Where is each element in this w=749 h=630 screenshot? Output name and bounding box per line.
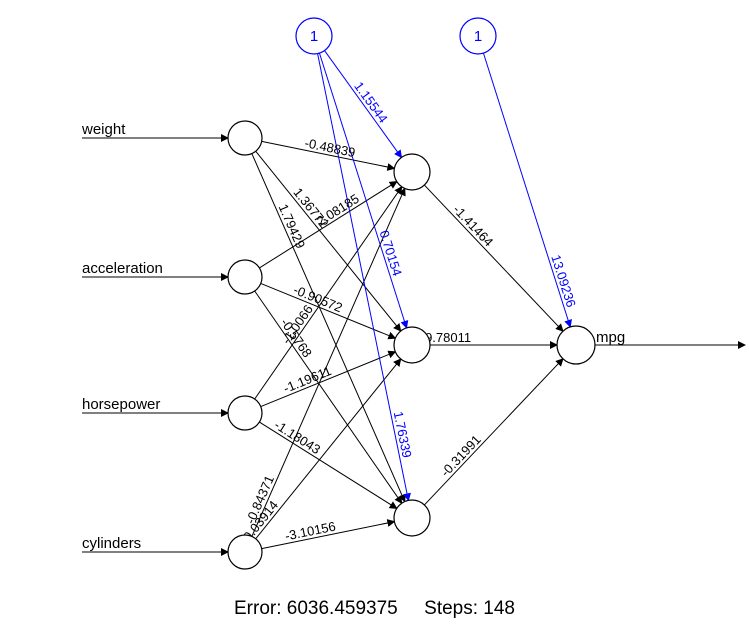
steps-label: Steps: <box>424 598 479 619</box>
main-edge-i2-h3 <box>254 290 403 505</box>
main-edge-i3-h3 <box>259 421 398 509</box>
main-edge-i4-h1 <box>251 187 406 537</box>
input-label-acceleration: acceleration <box>82 260 163 277</box>
hidden-node <box>393 499 431 537</box>
main-edge-i4-h2 <box>255 358 402 540</box>
input-label-weight: weight <box>81 121 126 138</box>
main-edge-h1-o1 <box>424 184 564 332</box>
main-weight-label: -1.41464 <box>450 202 496 250</box>
main-edge-i1-h3 <box>251 153 406 503</box>
error-value: 6036.459375 <box>286 598 398 619</box>
hidden-node <box>393 326 431 364</box>
input-label-cylinders: cylinders <box>82 535 141 552</box>
bias-node-label: 1 <box>474 28 482 45</box>
bias-weight-label: 13.09236 <box>548 253 579 309</box>
edge-layer <box>82 50 746 556</box>
bias-node-label: 1 <box>310 28 318 45</box>
main-weight-label: -1.18043 <box>272 417 323 457</box>
input-node <box>227 259 263 295</box>
main-weight-label: -0.31991 <box>438 432 484 480</box>
input-node <box>227 120 263 156</box>
error-label: Error: <box>234 598 282 619</box>
bias-edge-b1-h3 <box>317 53 411 502</box>
main-edge-h3-o1 <box>424 358 564 506</box>
main-weight-label: 9.78011 <box>425 330 471 345</box>
bias-edge-b1-h2 <box>318 53 409 329</box>
main-edge-i2-h2 <box>260 282 397 340</box>
output-label: mpg <box>596 329 625 346</box>
bias-weight-label: 0.70154 <box>376 228 405 277</box>
main-weight-label: -3.10156 <box>284 519 337 544</box>
output-node <box>556 325 596 365</box>
bias-edge-b1-h1 <box>324 50 403 159</box>
main-edge-i1-h2 <box>255 150 402 332</box>
bias-edge-b2-o1 <box>482 53 572 328</box>
bias-node <box>295 17 333 55</box>
input-node <box>227 395 263 431</box>
main-edge-i3-h1 <box>254 185 403 400</box>
input-node <box>227 534 263 570</box>
main-edge-i2-h1 <box>259 181 398 269</box>
main-edge-i3-h2 <box>260 350 397 408</box>
main-edge-i1-h1 <box>261 140 396 171</box>
input-label-horsepower: horsepower <box>82 396 160 413</box>
bias-weight-label: 1.76339 <box>391 410 415 459</box>
main-weight-label: -1.19611 <box>281 363 333 396</box>
bias-weight-label: 1.15544 <box>351 79 391 126</box>
training-summary: Error: 6036.459375 Steps: 148 <box>0 598 749 620</box>
steps-value: 148 <box>483 598 515 619</box>
hidden-node <box>393 153 431 191</box>
main-edge-i4-h3 <box>261 519 396 550</box>
bias-node <box>459 17 497 55</box>
main-weight-label: -0.48839 <box>303 135 356 160</box>
